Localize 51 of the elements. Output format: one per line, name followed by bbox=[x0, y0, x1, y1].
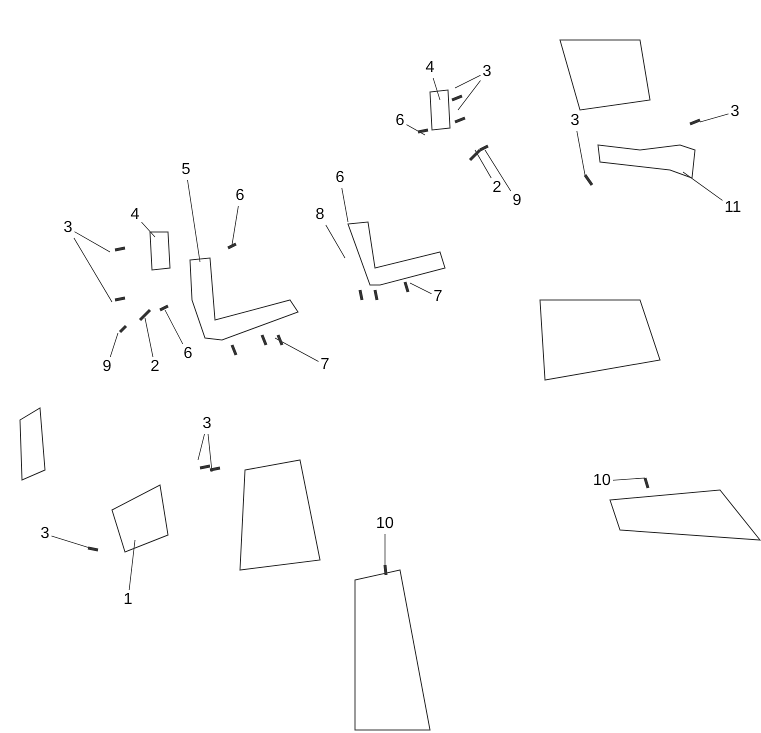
leader-line bbox=[187, 180, 200, 262]
callout-number: 6 bbox=[236, 188, 244, 204]
callout-number: 6 bbox=[184, 346, 192, 362]
leader-line bbox=[144, 318, 154, 358]
leader-line bbox=[341, 188, 348, 222]
callout-number: 3 bbox=[730, 104, 740, 120]
leader-line bbox=[110, 332, 118, 358]
leader-line bbox=[700, 113, 729, 122]
leader-line bbox=[208, 434, 212, 472]
callout-number: 4 bbox=[130, 207, 140, 223]
leader-line bbox=[51, 536, 90, 548]
callout-number: 10 bbox=[593, 473, 611, 489]
callout-number: 2 bbox=[150, 359, 160, 375]
callout-number: 3 bbox=[64, 220, 72, 236]
callout-number: 7 bbox=[320, 357, 330, 373]
callout-number: 8 bbox=[316, 207, 324, 223]
leader-line bbox=[198, 434, 205, 460]
callout-number: 10 bbox=[376, 516, 394, 532]
leader-line bbox=[74, 231, 110, 252]
leader-line bbox=[432, 78, 440, 100]
callout-number: 7 bbox=[434, 289, 442, 305]
leader-line bbox=[484, 150, 512, 192]
leader-line bbox=[384, 534, 386, 566]
callout-number: 1 bbox=[124, 592, 132, 608]
callout-number: 3 bbox=[202, 416, 212, 432]
leader-line bbox=[232, 206, 239, 246]
callout-number: 5 bbox=[182, 162, 190, 178]
leader-line bbox=[612, 478, 646, 481]
callout-number: 6 bbox=[396, 113, 404, 129]
leader-line bbox=[454, 74, 481, 88]
callout-number: 3 bbox=[570, 113, 580, 129]
callout-number: 2 bbox=[492, 180, 502, 196]
leader-line bbox=[164, 310, 184, 344]
leader-line bbox=[474, 150, 492, 178]
leader-line bbox=[274, 338, 319, 362]
leader-line bbox=[458, 80, 481, 110]
leader-line bbox=[74, 238, 112, 302]
leader-line bbox=[128, 540, 136, 590]
callout-number: 3 bbox=[40, 526, 50, 542]
callout-number: 9 bbox=[512, 193, 522, 209]
callout-number: 11 bbox=[724, 200, 742, 216]
callout-number: 4 bbox=[426, 60, 434, 76]
callout-number: 9 bbox=[102, 359, 112, 375]
leader-line bbox=[141, 222, 156, 238]
leader-line bbox=[682, 172, 723, 201]
callout-number: 3 bbox=[482, 64, 492, 80]
leader-line bbox=[325, 224, 346, 258]
leader-line bbox=[410, 282, 432, 294]
leader-line bbox=[576, 130, 586, 176]
callout-number: 6 bbox=[336, 170, 344, 186]
leader-line bbox=[406, 124, 426, 136]
